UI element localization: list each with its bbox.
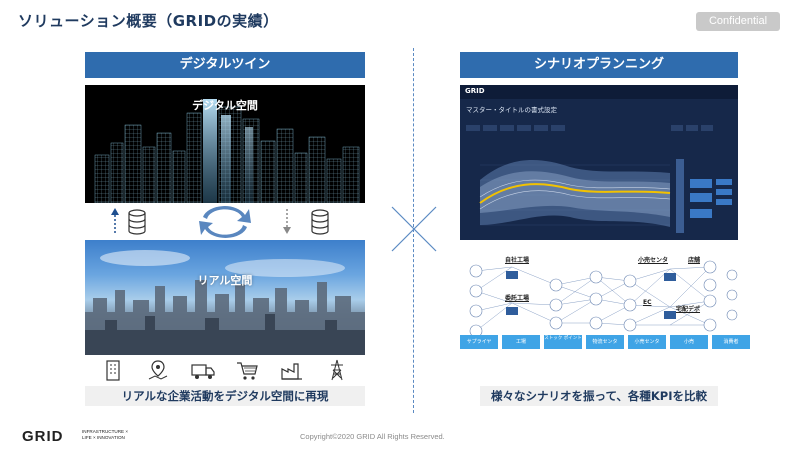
download-arrow-icon [283, 209, 291, 234]
versus-cross-icon [391, 206, 437, 252]
confidential-badge: Confidential [696, 12, 780, 31]
dashboard-tab [517, 125, 531, 131]
flow-stage: 消費者 [712, 335, 750, 349]
dashboard-tab [551, 125, 565, 131]
dashboard-button [701, 125, 713, 131]
real-space-label: リアル空間 [197, 274, 253, 287]
flow-stage: ストック ポイント [544, 335, 582, 349]
flow-stage: 小売センタ [628, 335, 666, 349]
sync-row [85, 203, 365, 240]
flow-node-label: EC [643, 299, 652, 306]
dashboard-tab [466, 125, 480, 131]
flow-stage: 工場 [502, 335, 540, 349]
dashboard-screenshot: GRID マスター・タイトルの書式設定 [460, 85, 738, 240]
database-icon [128, 209, 146, 235]
real-city-graphic [85, 250, 365, 355]
dashboard-tabs [466, 125, 565, 131]
dashboard-tab [500, 125, 514, 131]
map-pin-icon [148, 360, 168, 380]
flow-stage: 小売 [670, 335, 708, 349]
factory-icon [281, 363, 303, 380]
dashboard-tab [483, 125, 497, 131]
dashboard-logo: GRID [465, 87, 485, 95]
flow-node-label: 宅配デポ [676, 306, 701, 313]
flow-node-label: 小売センタ [638, 257, 669, 264]
slide-title: ソリューション概要（GRIDの実績） [18, 12, 279, 30]
truck-icon [190, 364, 215, 379]
footer-tagline-line: LIFE × INNOVATION [82, 435, 125, 440]
wireframe-city-graphic [94, 99, 360, 203]
footer-tagline: INFRASTRUCTURE × LIFE × INNOVATION [82, 429, 128, 441]
vertical-divider [413, 48, 414, 413]
dashboard-topbar [460, 85, 738, 99]
sync-icon [199, 206, 251, 238]
digital-space-image: デジタル空間 [85, 85, 365, 203]
footer-logo: GRID [22, 428, 64, 445]
power-tower-icon [330, 359, 343, 381]
dashboard-button [671, 125, 683, 131]
real-space-image: リアル空間 [85, 240, 365, 355]
flow-stage: サプライヤ [460, 335, 498, 349]
left-caption: リアルな企業活動をデジタル空間に再現 [85, 386, 365, 406]
supply-chain-flow: 自社工場 委託工場 小売センタ 店舗 EC 宅配デポ サプライヤ 工場 ストック… [460, 255, 750, 355]
industry-icon-row [100, 358, 350, 382]
dashboard-buttons [671, 125, 713, 131]
scenario-planning-header: シナリオプランニング [460, 52, 738, 78]
database-icon [311, 209, 329, 235]
right-caption: 様々なシナリオを振って、各種KPIを比較 [480, 386, 718, 406]
flow-node-label: 店舗 [688, 257, 701, 264]
footer-tagline-line: INFRASTRUCTURE × [82, 429, 129, 434]
dashboard-band-chart [479, 159, 732, 233]
flow-stage-row: サプライヤ 工場 ストック ポイント 物流センタ 小売センタ 小売 消費者 [460, 335, 750, 349]
dashboard-title: マスター・タイトルの書式設定 [466, 106, 557, 114]
flow-stage: 物流センタ [586, 335, 624, 349]
building-icon [106, 360, 120, 381]
dashboard-tab [534, 125, 548, 131]
flow-node-label: 自社工場 [505, 257, 530, 264]
cart-icon [237, 362, 259, 380]
digital-space-label: デジタル空間 [192, 99, 258, 112]
dashboard-button [686, 125, 698, 131]
upload-arrow-icon [111, 208, 119, 233]
copyright: Copyright©2020 GRID All Rights Reserved. [300, 432, 445, 441]
flow-node-label: 委託工場 [505, 295, 530, 302]
digital-twin-header: デジタルツイン [85, 52, 365, 78]
